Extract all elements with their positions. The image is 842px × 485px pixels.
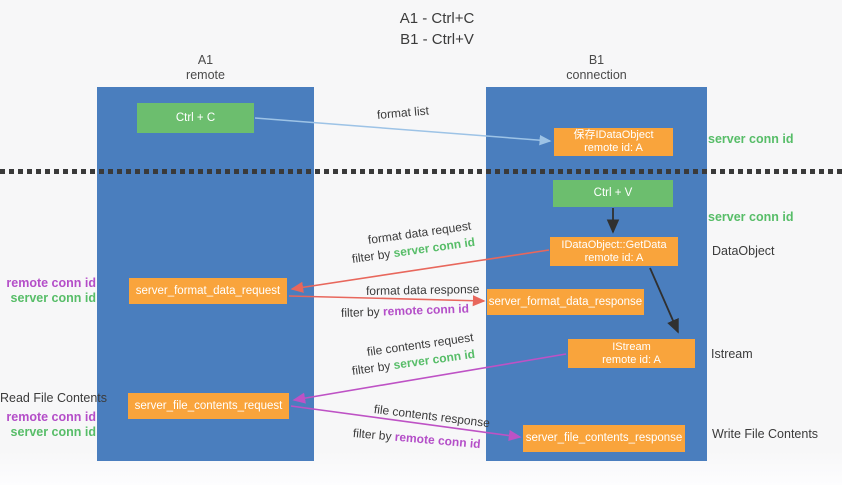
node-server-file-contents-response-label: server_file_contents_response	[525, 432, 683, 444]
title-line-2: B1 - Ctrl+V	[400, 31, 474, 48]
node-server-file-contents-request: server_file_contents_request	[128, 393, 289, 419]
filter-by-text: filter by	[352, 426, 396, 444]
node-ctrl-v-label: Ctrl + V	[593, 187, 633, 199]
remote-conn-id-text: remote conn id	[394, 429, 482, 452]
node-istream-line2: remote id: A	[602, 353, 661, 366]
node-server-file-contents-request-label: server_file_contents_request	[134, 399, 283, 412]
annotation-server-conn-id-left-1: server conn id	[10, 291, 96, 305]
annotation-write-file-contents: Write File Contents	[712, 427, 819, 441]
annotation-read-file-contents: Read File Contents	[0, 391, 108, 405]
filter-by-text: filter by	[340, 304, 384, 320]
node-server-format-data-response: server_format_data_response	[487, 289, 644, 315]
filter-by-text: filter by	[351, 358, 395, 378]
diagram-title: A1 - Ctrl+C B1 - Ctrl+V	[32, 8, 842, 50]
annotation-server-conn-id-left-2: server conn id	[10, 425, 96, 439]
node-server-file-contents-response: server_file_contents_response	[523, 425, 685, 452]
label-file-contents-response: file contents response	[373, 402, 491, 431]
phase-divider-dotted-line	[0, 169, 842, 174]
node-server-format-data-request-label: server_format_data_request	[135, 284, 281, 297]
column-header-b1: B1 connection	[486, 53, 707, 83]
label-filter-by-remote-conn-id-2: filter by remote conn id	[352, 426, 481, 451]
annotation-remote-conn-id-left-2: remote conn id	[6, 410, 96, 424]
annotation-server-conn-id-right-1: server conn id	[708, 132, 794, 146]
annotation-dataobject: DataObject	[712, 244, 775, 258]
node-ctrl-v: Ctrl + V	[553, 180, 673, 207]
annotation-server-conn-id-right-2: server conn id	[708, 210, 794, 224]
annotation-istream: Istream	[711, 347, 753, 361]
remote-conn-id-text: remote conn id	[382, 301, 470, 319]
node-save-idataobject-line1: 保存IDataObject	[573, 129, 654, 141]
column-b1-name: B1	[588, 53, 605, 67]
node-idataobject-getdata-line1: IDataObject::GetData	[561, 238, 667, 251]
label-filter-by-remote-conn-id-1: filter by remote conn id	[341, 302, 469, 320]
node-server-format-data-request: server_format_data_request	[129, 278, 287, 304]
node-istream: IStream remote id: A	[568, 339, 695, 368]
node-server-format-data-response-label: server_format_data_response	[488, 295, 643, 308]
node-ctrl-c: Ctrl + C	[137, 103, 254, 133]
label-format-data-response: format data response	[365, 282, 480, 298]
node-idataobject-getdata: IDataObject::GetData remote id: A	[550, 237, 678, 266]
filter-by-text: filter by	[351, 246, 395, 266]
label-format-list: format list	[376, 103, 430, 122]
column-a1-name: A1	[197, 53, 214, 67]
column-a1-subtitle: remote	[186, 68, 225, 82]
node-idataobject-getdata-line2: remote id: A	[584, 251, 644, 264]
column-b1-subtitle: connection	[566, 68, 627, 82]
column-header-a1: A1 remote	[97, 53, 314, 83]
node-save-idataobject-line2: remote id: A	[584, 142, 643, 154]
annotation-remote-conn-id-left-1: remote conn id	[6, 276, 96, 290]
title-line-1: A1 - Ctrl+C	[399, 10, 475, 27]
node-save-idataobject: 保存IDataObject remote id: A	[554, 128, 673, 156]
node-ctrl-c-label: Ctrl + C	[175, 111, 216, 124]
node-istream-line1: IStream	[612, 340, 651, 353]
